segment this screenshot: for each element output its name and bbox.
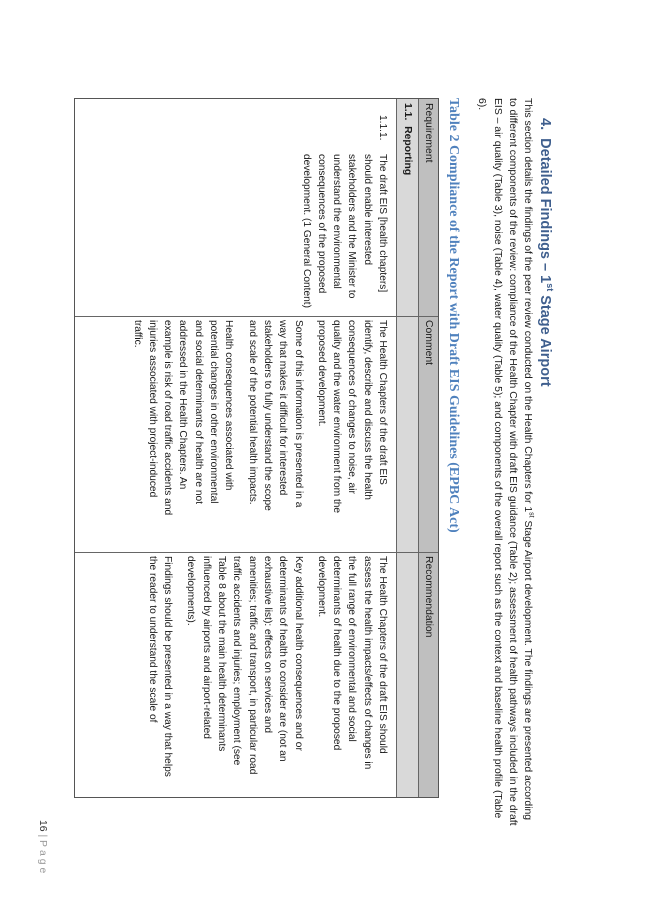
comment-paragraph: Some of this information is presented in… [246,320,304,511]
comment-paragraph: Health consequences associated with pote… [131,320,235,516]
intro-part1: This section details the findings of the… [522,98,533,513]
header-recommendation: Recommendation [418,552,438,797]
comment-cell: The Health Chapters of the draft EIS ide… [121,320,390,518]
page-label: Page [37,840,48,877]
section-heading: 4. Detailed Findings – 1st Stage Airport [537,118,555,387]
column-divider [75,316,438,317]
header-comment: Comment [418,316,438,552]
compliance-table: Requirement Comment Recommendation 1.1. … [74,98,439,798]
page-number: 16 [37,820,48,832]
recommendation-paragraph: The Health Chapters of the draft EIS sho… [315,556,388,770]
requirement-number: 1.1.1. [377,115,388,141]
requirement-text: The draft EIS [health chapters] should e… [300,154,388,309]
section-title: Reporting [402,126,413,176]
footer-separator: | [37,834,48,838]
column-divider [75,552,438,553]
recommendation-paragraph: Findings should be presented in a way th… [146,556,174,777]
recommendation-paragraph: Key additional health consequences and o… [185,556,304,775]
comment-paragraph: The Health Chapters of the draft EIS ide… [315,320,388,514]
heading-superscript: st [545,283,555,292]
section-row: 1.1. Reporting [396,99,418,797]
page-footer: 16 | Page [37,820,48,876]
section-number: 1.1. [402,103,413,121]
header-requirement: Requirement [418,99,438,316]
recommendation-cell: The Health Chapters of the draft EIS sho… [137,556,390,781]
intro-paragraph: This section details the findings of the… [474,98,535,828]
heading-number: 4. [537,118,554,131]
heading-text: Detailed Findings – 1 [537,138,554,284]
heading-text-end: Stage Airport [537,291,554,387]
table-caption: Table 2 Compliance of the Report with Dr… [446,98,461,533]
